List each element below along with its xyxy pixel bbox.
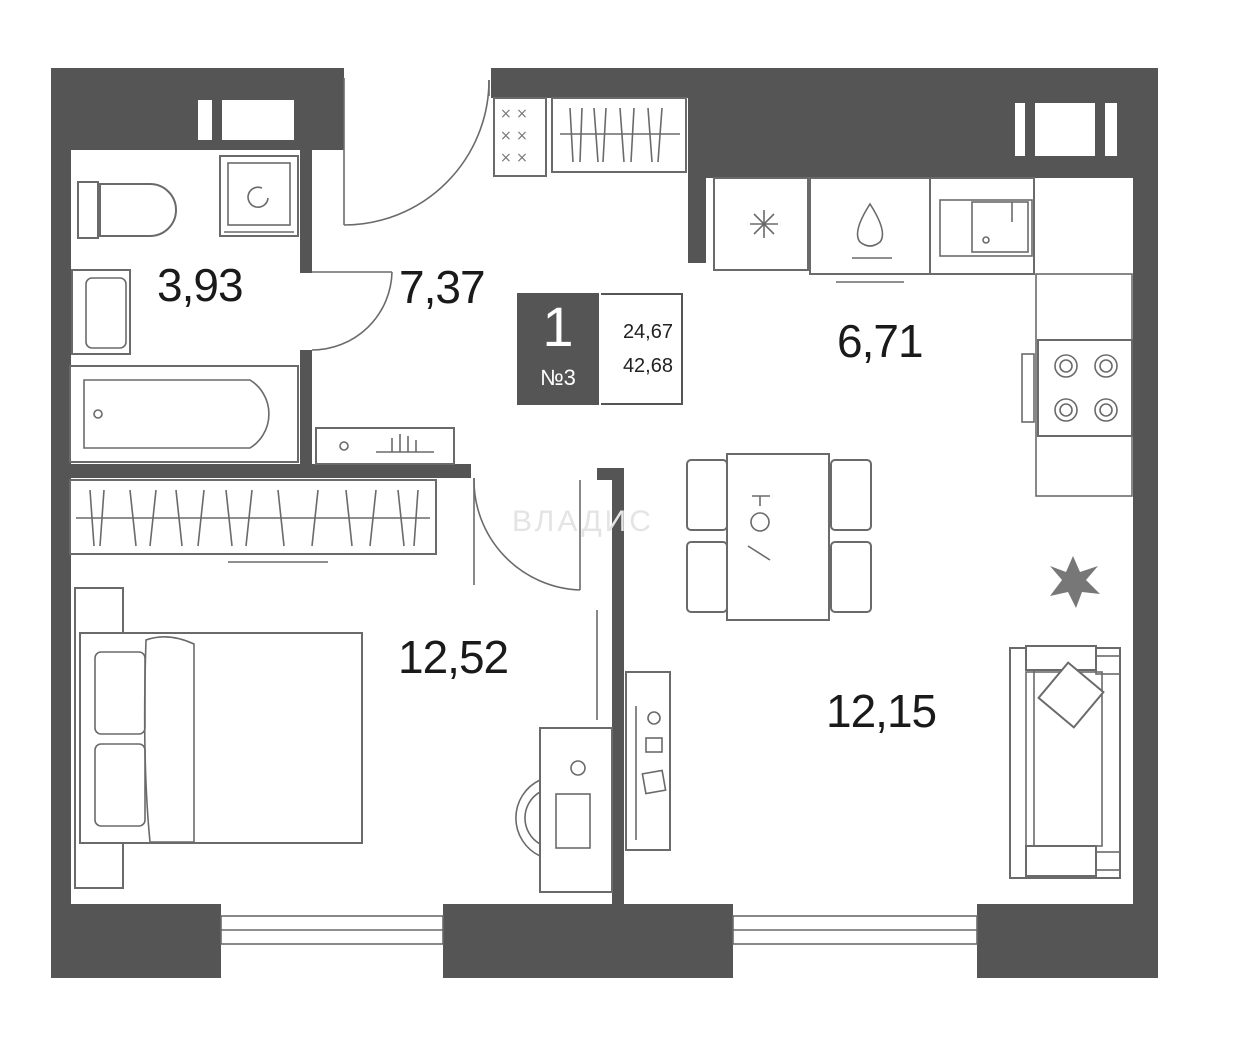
living-area-value: 24,67 — [622, 321, 673, 343]
windows — [220, 915, 978, 945]
walls — [51, 68, 1158, 978]
toilet-icon — [77, 181, 177, 239]
living-room-area-label: 12,15 — [826, 685, 937, 737]
bed-icon — [74, 587, 363, 889]
unit-badge: 1 №3 — [517, 293, 599, 405]
doors — [311, 78, 598, 720]
svg-text:× ×: × × — [500, 150, 528, 166]
bathtub-icon — [69, 365, 299, 463]
plant-icon — [1050, 556, 1100, 608]
kitchen-area-label: 6,71 — [837, 315, 924, 367]
dishwasher-icon — [809, 177, 931, 283]
washing-machine-icon — [219, 155, 299, 237]
desk-icon — [539, 727, 613, 893]
closet-icon — [69, 479, 437, 563]
total-area-value: 42,68 — [622, 355, 673, 377]
chair-icon — [515, 779, 541, 857]
fridge-icon — [713, 177, 809, 271]
bathroom-area-label: 3,93 — [157, 259, 244, 311]
tv-stand-icon — [625, 671, 671, 851]
unit-areas: 24,67 42,68 — [601, 293, 683, 405]
sofa-icon — [1009, 645, 1121, 879]
svg-text:× ×: × × — [500, 106, 528, 122]
bedroom-area-label: 12,52 — [398, 631, 509, 683]
stove-icon — [1021, 339, 1133, 437]
hallway-area-label: 7,37 — [399, 261, 486, 313]
wardrobe-icon: × × × × × × — [493, 97, 687, 177]
dining-table-icon — [686, 453, 872, 621]
svg-text:× ×: × × — [500, 128, 528, 144]
watermark-logo: ВЛАДИС — [512, 505, 654, 538]
kitchen-sink-icon — [929, 177, 1035, 275]
room-count: 1 — [542, 295, 574, 358]
unit-number: №3 — [540, 365, 576, 390]
shoe-rack-icon — [315, 427, 455, 465]
sink-icon — [71, 269, 131, 355]
